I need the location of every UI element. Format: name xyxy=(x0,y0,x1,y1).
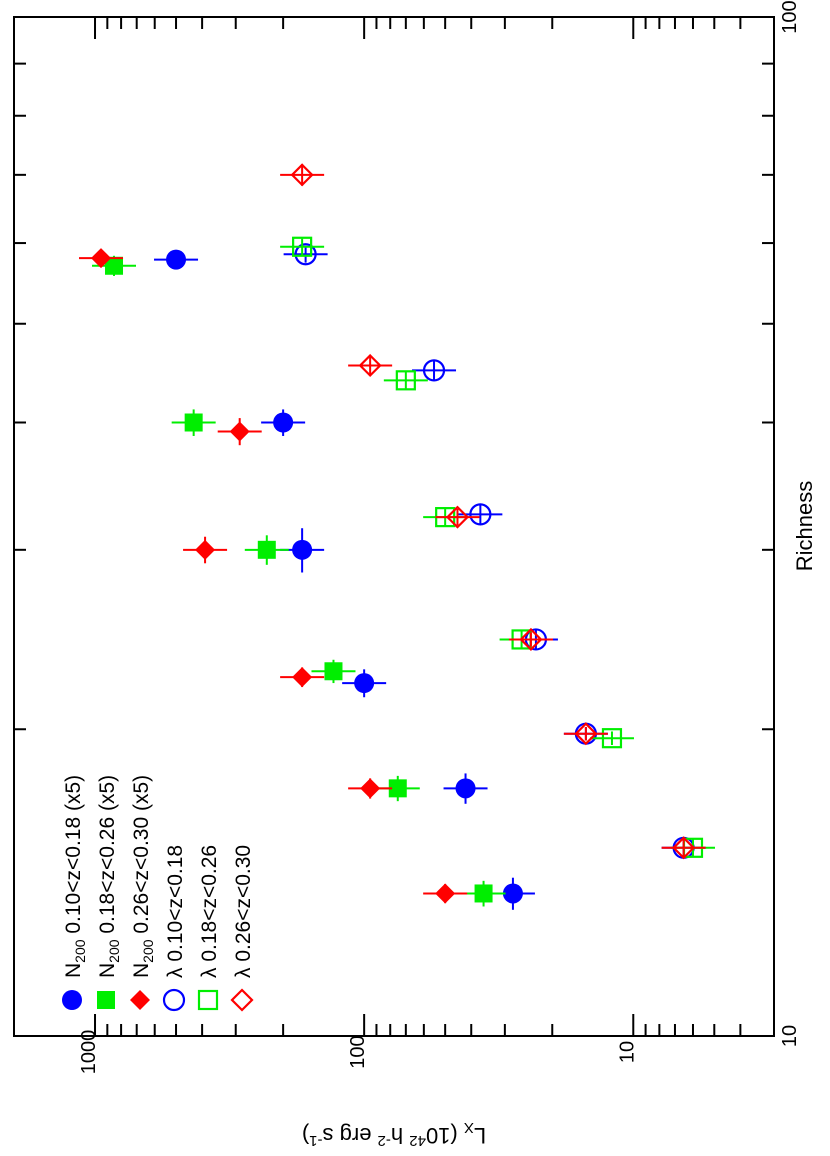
data-point xyxy=(519,627,543,651)
data-point xyxy=(294,243,317,266)
data-point xyxy=(574,722,598,746)
series-0 xyxy=(154,249,535,910)
legend-item: N200 0.18<z<0.26 (x5) xyxy=(96,775,122,1009)
y-axis-title: LX (1042 h-2 erg s-1) xyxy=(302,1119,486,1149)
data-point xyxy=(601,728,623,749)
legend-item: N200 0.26<z<0.30 (x5) xyxy=(130,775,156,1010)
legend-marker xyxy=(62,990,82,1010)
data-point xyxy=(292,667,313,688)
y-tick-label: 10 xyxy=(616,1041,638,1063)
data-point xyxy=(395,370,416,391)
legend-marker xyxy=(230,988,254,1012)
data-point xyxy=(445,505,470,529)
data-point xyxy=(672,836,696,860)
axis-ticks xyxy=(13,16,775,1037)
legend-label: λ 0.26<z<0.30 xyxy=(232,845,255,978)
data-point xyxy=(358,353,382,378)
legend-marker xyxy=(197,989,219,1011)
series-1 xyxy=(92,255,506,907)
data-point xyxy=(91,248,112,269)
data-point xyxy=(435,883,456,904)
series-4 xyxy=(280,236,715,858)
legend: N200 0.10<z<0.18 (x5) N200 0.18<z<0.26 (x… xyxy=(62,775,255,1012)
data-point xyxy=(292,539,313,560)
plot-frame xyxy=(13,16,775,1037)
data-point xyxy=(257,540,276,559)
legend-label: N200 0.18<z<0.26 (x5) xyxy=(96,775,122,978)
data-point xyxy=(105,256,124,275)
data-point xyxy=(292,236,313,257)
legend-item: λ 0.18<z<0.26 xyxy=(197,845,221,1011)
data-point xyxy=(360,778,381,799)
x-axis-title: Richness xyxy=(792,481,817,571)
data-point xyxy=(474,884,493,903)
axis-tick-labels: 10 100 10 100 1000 xyxy=(78,0,801,1074)
series-2 xyxy=(79,248,468,904)
data-point xyxy=(195,539,216,560)
data-point xyxy=(455,778,476,799)
legend-item: N200 0.10<z<0.18 (x5) xyxy=(62,775,88,1010)
legend-item: λ 0.10<z<0.18 xyxy=(162,845,187,1012)
data-point xyxy=(422,359,446,382)
series-5 xyxy=(280,163,706,860)
data-point xyxy=(229,421,250,442)
data-point xyxy=(166,249,187,270)
x-tick-label: 10 xyxy=(779,1025,801,1047)
data-point xyxy=(324,662,343,681)
legend-label: λ 0.10<z<0.18 xyxy=(164,845,187,978)
legend-marker xyxy=(162,988,186,1012)
legend-marker xyxy=(97,991,115,1009)
data-point xyxy=(273,412,294,433)
data-point xyxy=(469,503,492,526)
legend-label: N200 0.10<z<0.18 (x5) xyxy=(62,775,88,978)
y-tick-label: 100 xyxy=(347,1035,369,1068)
legend-label: N200 0.26<z<0.30 (x5) xyxy=(130,775,156,978)
data-series xyxy=(79,163,715,910)
series-3 xyxy=(283,243,706,859)
legend-item: λ 0.26<z<0.30 xyxy=(230,845,255,1012)
x-tick-label: 100 xyxy=(779,0,801,33)
data-point xyxy=(502,883,523,904)
data-point xyxy=(354,673,375,694)
y-tick-label: 1000 xyxy=(78,1030,100,1075)
data-point xyxy=(290,163,314,187)
data-point xyxy=(184,413,203,432)
legend-marker xyxy=(130,990,150,1010)
data-point xyxy=(388,779,407,798)
legend-label: λ 0.18<z<0.26 xyxy=(198,845,221,978)
